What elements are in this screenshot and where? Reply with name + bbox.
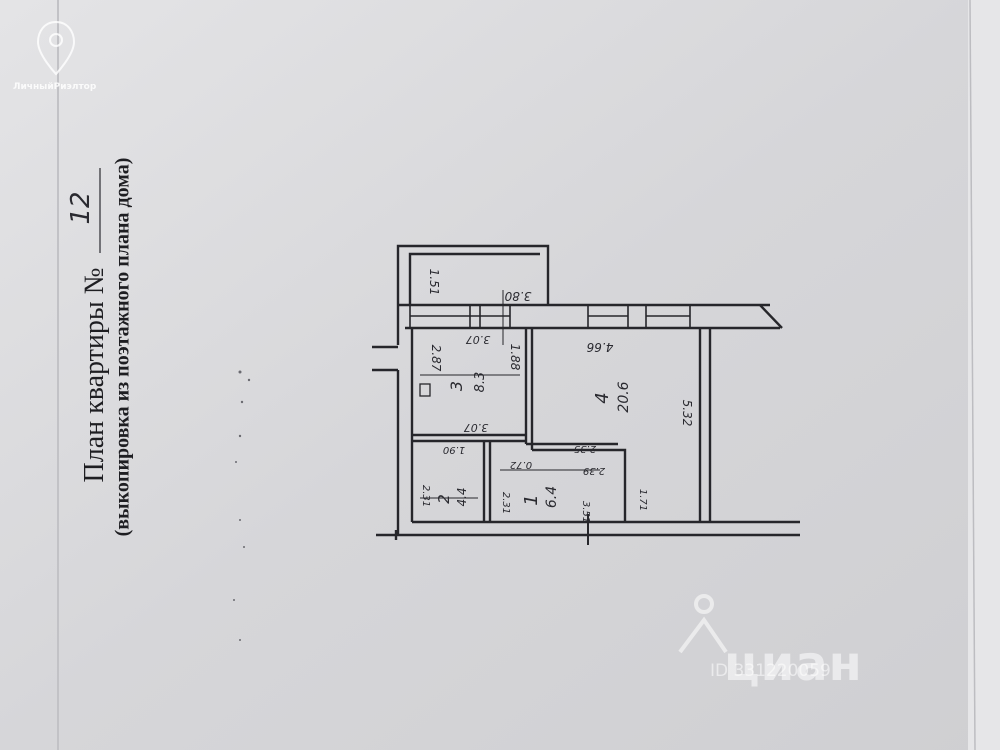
document-title: План квартиры № [79, 267, 110, 483]
windows [409, 304, 691, 329]
room3-area: 8.3 [473, 372, 488, 393]
cian-logo-icon [678, 594, 728, 654]
dim-room3-bottom: 3.07 [464, 421, 489, 434]
document-subtitle: (выкопировка из поэтажного плана дома) [111, 157, 134, 537]
pencil-marks [233, 370, 251, 641]
facade-slant [759, 304, 783, 329]
dim-room4-step: 1.71 [637, 489, 648, 511]
room1-number: 1 [521, 494, 542, 505]
dim-room3-side-right: 1.88 [508, 344, 522, 371]
dim-balcony-width: 1.51 [427, 269, 441, 296]
dim-room2-left: 2.31 [420, 485, 431, 507]
balcony-wall [396, 244, 550, 305]
realtor-watermark: ЛичныйРиэлтор [13, 82, 97, 92]
listing-id-watermark: ID 331220059 [710, 661, 831, 681]
room4-number: 4 [592, 392, 613, 403]
apartment-number: 12 [66, 191, 96, 225]
hall-wall [532, 448, 627, 522]
dim-room2-right: 2.31 [500, 492, 511, 514]
paper-right-edge [968, 0, 1000, 750]
paper-edge-line [969, 0, 976, 750]
dim-hall-inner: 2.35 [574, 443, 596, 454]
room2-area: 4.4 [455, 487, 469, 506]
room1-area: 6.4 [544, 486, 560, 508]
room2-number: 2 [435, 494, 453, 504]
dim-balcony-length: 3.80 [504, 289, 531, 303]
plan-labels: 1 6.4 2 4.4 3 8.3 4 20.6 1.51 3.80 3.07 … [420, 269, 694, 523]
balcony-inner-wall [408, 252, 540, 305]
dim-room3-top: 3.07 [466, 333, 491, 346]
room4-area: 20.6 [616, 381, 632, 412]
dim-room4-length: 5.32 [680, 400, 694, 427]
vent-shaft [419, 383, 431, 397]
dim-room2-top: 1.90 [443, 444, 465, 455]
dim-hall-bottom: 3.51 [580, 501, 591, 523]
dim-hall-right: 2.39 [583, 465, 605, 476]
floor-plan [372, 244, 800, 545]
dim-room4-top: 4.66 [586, 340, 613, 354]
realtor-logo [36, 20, 76, 76]
room3-number: 3 [447, 381, 466, 391]
dim-room3-side: 2.87 [429, 345, 443, 372]
cian-watermark: циан [724, 636, 863, 692]
dim-hall-top: 0.72 [510, 459, 532, 470]
